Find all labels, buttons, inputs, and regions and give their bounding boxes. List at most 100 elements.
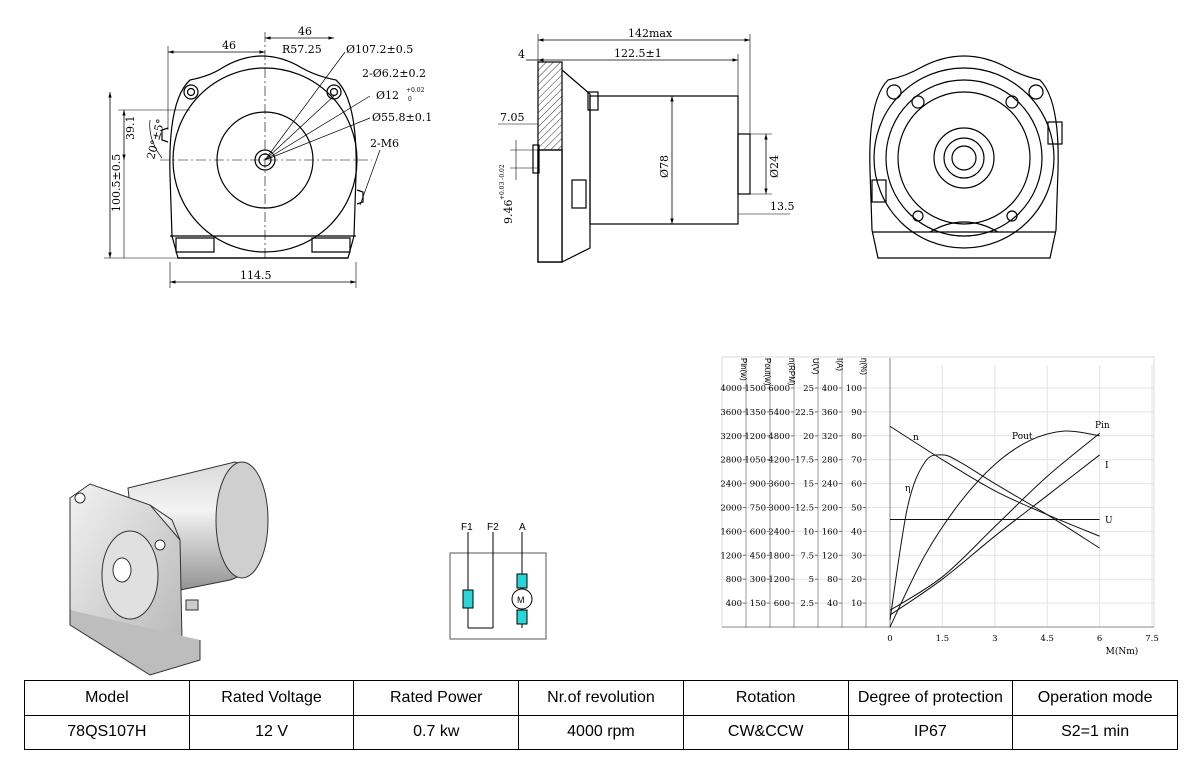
- y-tick-label: 2400: [720, 480, 742, 490]
- series-label: U: [1105, 516, 1113, 526]
- y-axis-label: η(%): [859, 358, 868, 375]
- spec-header-revolution: Nr.of revolution: [518, 680, 684, 716]
- series-label: I: [1105, 461, 1109, 471]
- y-tick-label: 3000: [768, 504, 790, 514]
- dim-d12-tol-top: +0.02: [406, 87, 425, 94]
- y-tick-label: 40: [851, 527, 862, 537]
- spec-value-voltage: 12 V: [188, 714, 355, 750]
- dim-114: 114.5: [240, 269, 272, 282]
- y-tick-label: 90: [851, 408, 862, 418]
- y-tick-label: 4000: [720, 384, 742, 394]
- series-label: Pin: [1095, 421, 1110, 431]
- armature: [511, 588, 533, 610]
- series-line-I: [889, 454, 1100, 616]
- y-tick-label: 4800: [768, 432, 790, 442]
- y-tick-label: 6000: [768, 384, 790, 394]
- y-tick-label: 10: [851, 599, 862, 609]
- series-label: η: [905, 484, 910, 494]
- dim-d12-tol-bot: 0: [408, 96, 412, 103]
- dim-angle: 20°±5°: [144, 118, 167, 161]
- dim-d107: Ø107.2±0.5: [346, 43, 413, 56]
- spec-value-rotation: CW&CCW: [682, 714, 849, 750]
- y-tick-label: 320: [822, 432, 838, 442]
- y-tick-label: 17.5: [795, 456, 814, 466]
- y-tick-label: 750: [750, 504, 766, 514]
- dim-d78: Ø78: [658, 155, 671, 178]
- y-tick-label: 360: [822, 408, 838, 418]
- dim-142max: 142max: [628, 27, 673, 40]
- y-tick-label: 60: [851, 480, 862, 490]
- y-tick-label: 25: [803, 384, 814, 394]
- y-tick-label: 20: [851, 575, 862, 585]
- y-axis-label: U(V): [811, 358, 820, 375]
- terminal-a: A: [519, 522, 526, 533]
- dim-122: 122.5±1: [614, 47, 662, 60]
- side-view-dimensions: 142max 4 122.5±1 7.05 Ø78 Ø24 13.5 9.46 …: [499, 27, 795, 224]
- x-tick-label: 4.5: [1040, 634, 1054, 644]
- dim-13-5: 13.5: [770, 200, 795, 213]
- chart-frame: [721, 356, 1155, 628]
- x-tick-label: 1.5: [936, 634, 950, 644]
- y-axis-label: I(A): [835, 358, 844, 371]
- x-tick-label: 6: [1097, 634, 1102, 644]
- rear-view: [869, 55, 1063, 259]
- y-tick-label: 800: [726, 575, 742, 585]
- terminal-f1: F1: [461, 522, 473, 533]
- dim-r57: R57.25: [282, 43, 322, 56]
- spec-header-row: Model Rated Voltage Rated Power Nr.of re…: [24, 680, 1178, 716]
- spec-value-model: 78QS107H: [24, 714, 190, 750]
- dim-4: 4: [518, 48, 525, 61]
- series-line-Pout: [889, 430, 1100, 628]
- y-tick-label: 600: [774, 599, 790, 609]
- y-tick-label: 70: [851, 456, 862, 466]
- spec-value-row: 78QS107H 12 V 0.7 kw 4000 rpm CW&CCW IP6…: [24, 714, 1178, 750]
- motor-label: M: [517, 595, 525, 605]
- y-tick-label: 22.5: [795, 408, 814, 418]
- dim-9-46-tol: +0.03 -0.02: [499, 164, 506, 200]
- y-tick-label: 1200: [720, 551, 742, 561]
- y-tick-label: 7.5: [800, 551, 814, 561]
- y-axis-label: Pin(w): [739, 358, 748, 381]
- y-tick-label: 15: [803, 480, 814, 490]
- dim-39: 39.1: [124, 116, 137, 141]
- y-tick-label: 30: [851, 551, 862, 561]
- x-axis-label: M(Nm): [1106, 646, 1139, 657]
- y-tick-label: 150: [750, 599, 766, 609]
- y-tick-label: 280: [822, 456, 838, 466]
- series-line-Pin: [889, 433, 1100, 611]
- side-end-cap: [737, 133, 751, 195]
- y-axis-label: Pout(w): [763, 358, 772, 386]
- y-tick-label: 2.5: [800, 599, 814, 609]
- y-tick-label: 20: [803, 432, 814, 442]
- front-view: [104, 32, 381, 288]
- performance-chart: Pin(w)4008001200160020002400280032003600…: [720, 356, 1159, 657]
- y-tick-label: 3600: [720, 408, 742, 418]
- spec-header-protection: Degree of protection: [847, 680, 1014, 716]
- y-tick-label: 5: [809, 575, 814, 585]
- dim-100: 100.5±0.5: [110, 154, 123, 212]
- y-tick-label: 240: [822, 480, 838, 490]
- y-axis-label: n(RPM): [787, 358, 796, 386]
- spec-header-model: Model: [24, 680, 190, 716]
- y-tick-label: 80: [851, 432, 862, 442]
- series-line-η: [889, 454, 1100, 620]
- spec-table: Model Rated Voltage Rated Power Nr.of re…: [24, 680, 1178, 750]
- y-tick-label: 50: [851, 504, 862, 514]
- spec-value-power: 0.7 kw: [353, 714, 520, 750]
- spec-value-protection: IP67: [847, 714, 1014, 750]
- y-tick-label: 1800: [768, 551, 790, 561]
- dim-d24: Ø24: [768, 155, 781, 178]
- y-tick-label: 1200: [768, 575, 790, 585]
- y-tick-label: 300: [750, 575, 766, 585]
- spec-value-revolution: 4000 rpm: [518, 714, 684, 750]
- spec-value-operation: S2=1 min: [1012, 714, 1178, 750]
- y-tick-label: 160: [822, 527, 838, 537]
- y-tick-label: 1500: [744, 384, 766, 394]
- y-tick-label: 4200: [768, 456, 790, 466]
- series-label: n: [913, 433, 919, 443]
- mount-hole-right: [326, 84, 342, 100]
- y-tick-label: 12.5: [795, 504, 814, 514]
- dim-46a: 46: [222, 39, 236, 52]
- dim-46b: 46: [298, 25, 312, 38]
- field-coil: [462, 589, 474, 609]
